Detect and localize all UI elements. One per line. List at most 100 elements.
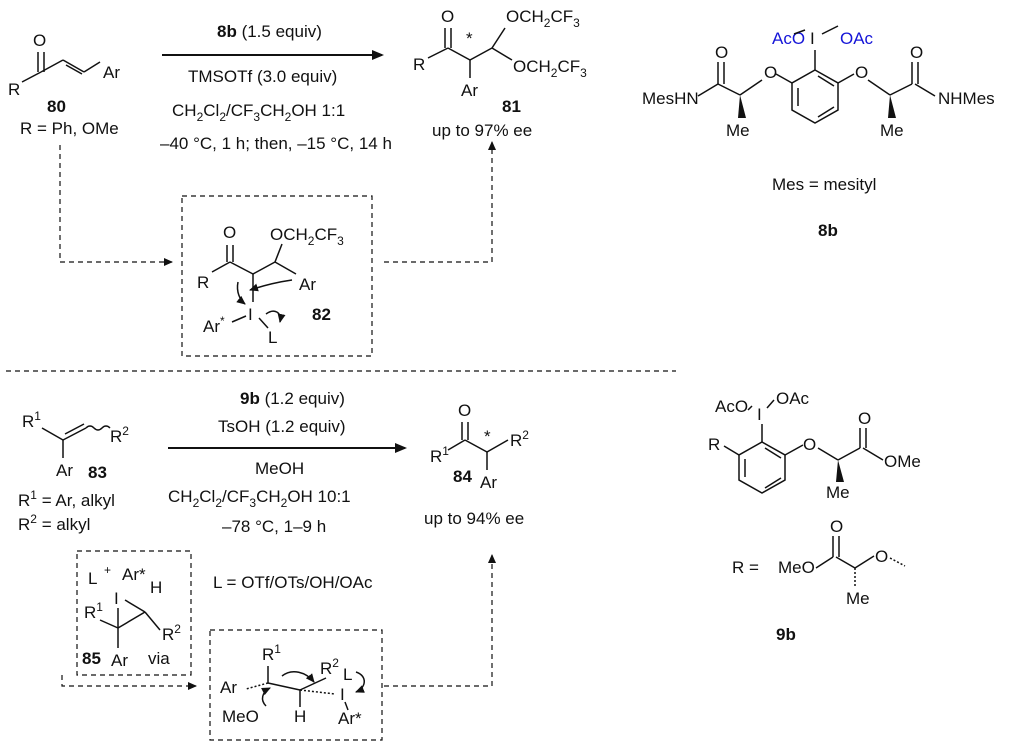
compound-number-83: 83: [88, 463, 107, 482]
compound-83: R1 Ar R2 83 R1 = Ar, alkyl R2 = alkyl: [18, 409, 129, 534]
atom-o: O: [715, 43, 728, 62]
reagent-9b: AcO I OAc R O Me O OMe R = MeO O Me O: [708, 389, 921, 644]
atom-r1: R1: [430, 444, 449, 466]
acetoxy-left: AcO: [715, 397, 748, 416]
compound-81: O R * Ar OCH2CF3 OCH2CF3 81 up to 97% ee: [413, 7, 587, 140]
iodonium-box: [76, 550, 192, 676]
solvent-condition: MeOH: [255, 459, 304, 478]
pathway-arrow-in-2: [61, 675, 197, 690]
atom-o: O: [910, 43, 923, 62]
atom-iodine: I: [248, 305, 253, 324]
acetal: OCH2CF3: [270, 225, 344, 248]
mes-amide-right: NHMes: [938, 89, 995, 108]
compound-number-8b: 8b: [818, 221, 838, 240]
reagent-8b: AcO I OAc O O Me O MesHN Me O NHMes Mes …: [642, 25, 995, 240]
additive-condition: TsOH (1.2 equiv): [218, 417, 346, 436]
acetoxy-right: OAc: [776, 389, 810, 408]
atom-r2: R2: [320, 656, 339, 678]
methyl: Me: [826, 483, 850, 502]
atom-r2: R2: [110, 424, 129, 446]
atom-r: R: [197, 273, 209, 292]
atom-r: R: [8, 80, 20, 99]
electron-arrow: [249, 279, 293, 292]
transition-state: R1 R2 Ar MeO I L H Ar*: [220, 642, 365, 728]
intermediate-box: [181, 195, 373, 357]
atom-iodine: I: [114, 589, 119, 608]
atom-iodine: I: [757, 405, 762, 424]
temperature-condition: –78 °C, 1–9 h: [222, 517, 326, 536]
atom-ar-star: Ar*: [338, 709, 362, 728]
atom-l: L: [343, 665, 352, 684]
acetoxy-right: OAc: [840, 29, 874, 48]
atom-r2: R2: [510, 428, 529, 450]
compound-80: O R Ar 80 R = Ph, OMe: [8, 31, 120, 138]
atom-r1: R1: [262, 642, 281, 664]
temperature-condition: –40 °C, 1 h; then, –15 °C, 14 h: [160, 134, 392, 153]
stereo-star: *: [466, 29, 473, 48]
atom-l: L: [268, 328, 277, 347]
compound-number-9b: 9b: [776, 625, 796, 644]
atom-r1: R1: [22, 409, 41, 431]
compound-84: O R1 * Ar R2 84 up to 94% ee: [424, 401, 529, 528]
atom-o: O: [441, 7, 454, 26]
atom-ar-star: Ar*: [122, 565, 146, 584]
atom-o: O: [855, 63, 868, 82]
intermediate-85: L + I Ar* H R1 R2 Ar 85 via: [82, 563, 181, 670]
r-definition: R = Ph, OMe: [20, 119, 119, 138]
atom-r: R: [413, 55, 425, 74]
solvent-condition-2: CH2Cl2/CF3CH2OH 10:1: [168, 487, 351, 510]
atom-ar: Ar: [480, 473, 497, 492]
pathway-arrow-out-2: [384, 554, 496, 687]
via-label: via: [148, 649, 170, 668]
pathway-arrow-out: [384, 141, 496, 263]
compound-number-81: 81: [502, 97, 521, 116]
r1-definition: R1 = Ar, alkyl: [18, 488, 115, 510]
atom-r: R: [708, 435, 720, 454]
atom-o: O: [223, 223, 236, 242]
mes-amide-left: MesHN: [642, 89, 699, 108]
solvent-condition: CH2Cl2/CF3CH2OH 1:1: [172, 101, 345, 124]
additive-condition: TMSOTf (3.0 equiv): [188, 67, 337, 86]
electron-arrow: [236, 281, 246, 305]
methyl: Me: [846, 589, 870, 608]
atom-iodine: I: [810, 29, 815, 48]
methoxy: MeO: [778, 558, 815, 577]
atom-iodine: I: [340, 685, 345, 704]
atom-ar: Ar: [111, 651, 128, 670]
compound-number-80: 80: [47, 97, 66, 116]
charge-plus: +: [104, 563, 111, 577]
atom-ar: Ar: [220, 678, 237, 697]
atom-r2: R2: [162, 622, 181, 644]
atom-ar: Ar: [461, 81, 478, 100]
atom-o: O: [875, 547, 888, 566]
reagent-condition: 9b (1.2 equiv): [240, 389, 345, 408]
methoxy: OMe: [884, 452, 921, 471]
transition-state-box: [209, 629, 383, 741]
r2-definition: R2 = alkyl: [18, 512, 90, 534]
ee-value: up to 97% ee: [432, 121, 532, 140]
compound-number-82: 82: [312, 305, 331, 324]
intermediate-82: O R I OCH2CF3 Ar Ar* L 82: [197, 223, 344, 347]
acetal-top: OCH2CF3: [506, 7, 580, 30]
atom-ar: Ar: [299, 275, 316, 294]
compound-number-85: 85: [82, 649, 101, 668]
atom-ar: Ar: [103, 63, 120, 82]
reagent-condition: 8b (1.5 equiv): [217, 22, 322, 41]
atom-o: O: [830, 517, 843, 536]
ee-value: up to 94% ee: [424, 509, 524, 528]
atom-o: O: [764, 63, 777, 82]
atom-r1: R1: [84, 600, 103, 622]
methyl: Me: [880, 121, 904, 140]
r-equals: R =: [732, 558, 759, 577]
atom-o: O: [858, 409, 871, 428]
atom-ar-star: Ar*: [203, 314, 225, 336]
electron-arrow: [265, 310, 286, 323]
ligand-definition: L = OTf/OTs/OH/OAc: [213, 573, 373, 592]
atom-h: H: [294, 707, 306, 726]
pathway-arrow-in: [59, 145, 173, 266]
acetal-bottom: OCH2CF3: [513, 57, 587, 80]
atom-o: O: [803, 435, 816, 454]
methyl: Me: [726, 121, 750, 140]
